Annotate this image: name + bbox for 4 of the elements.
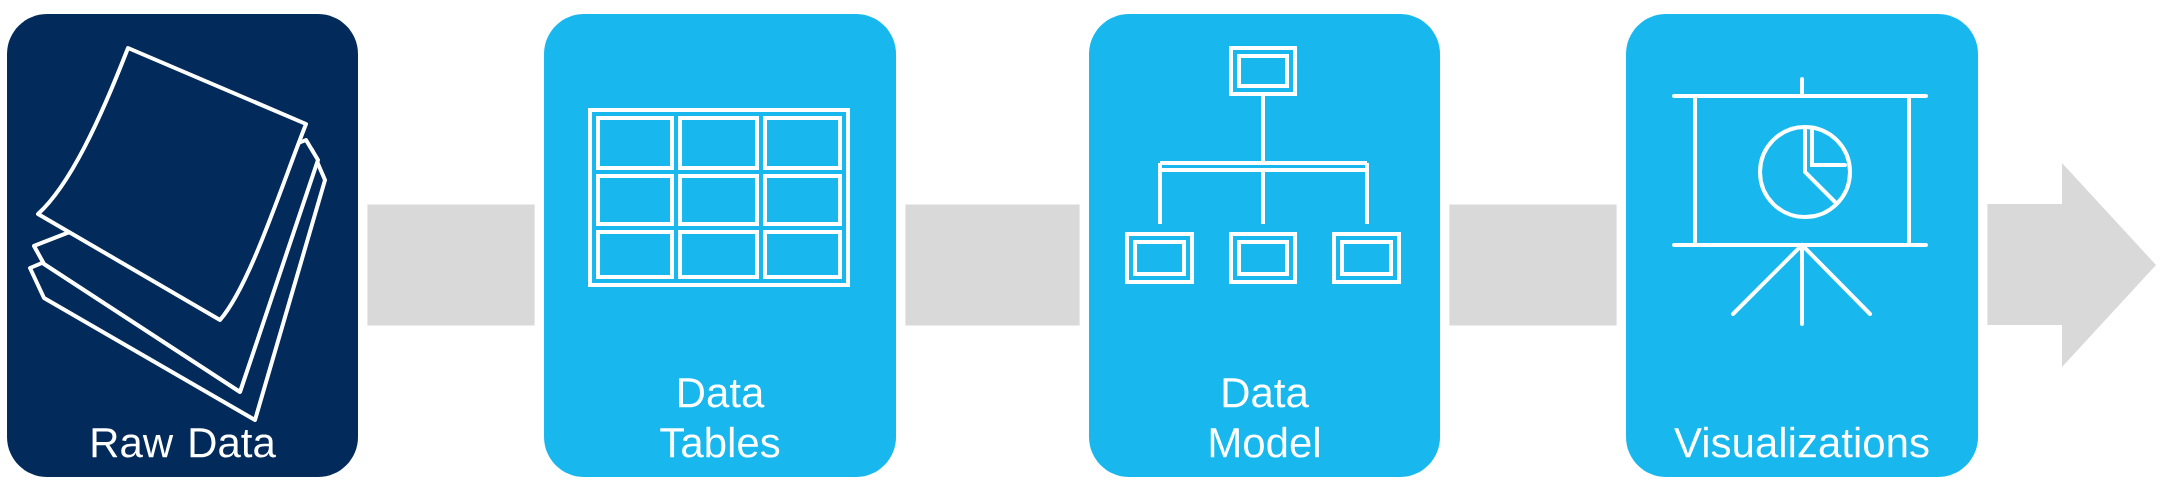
arrow	[1987, 163, 2156, 367]
process-box: Data Model	[1089, 14, 1440, 477]
process-box: Data Tables	[544, 14, 896, 477]
process-box: Visualizations	[1626, 14, 1978, 477]
